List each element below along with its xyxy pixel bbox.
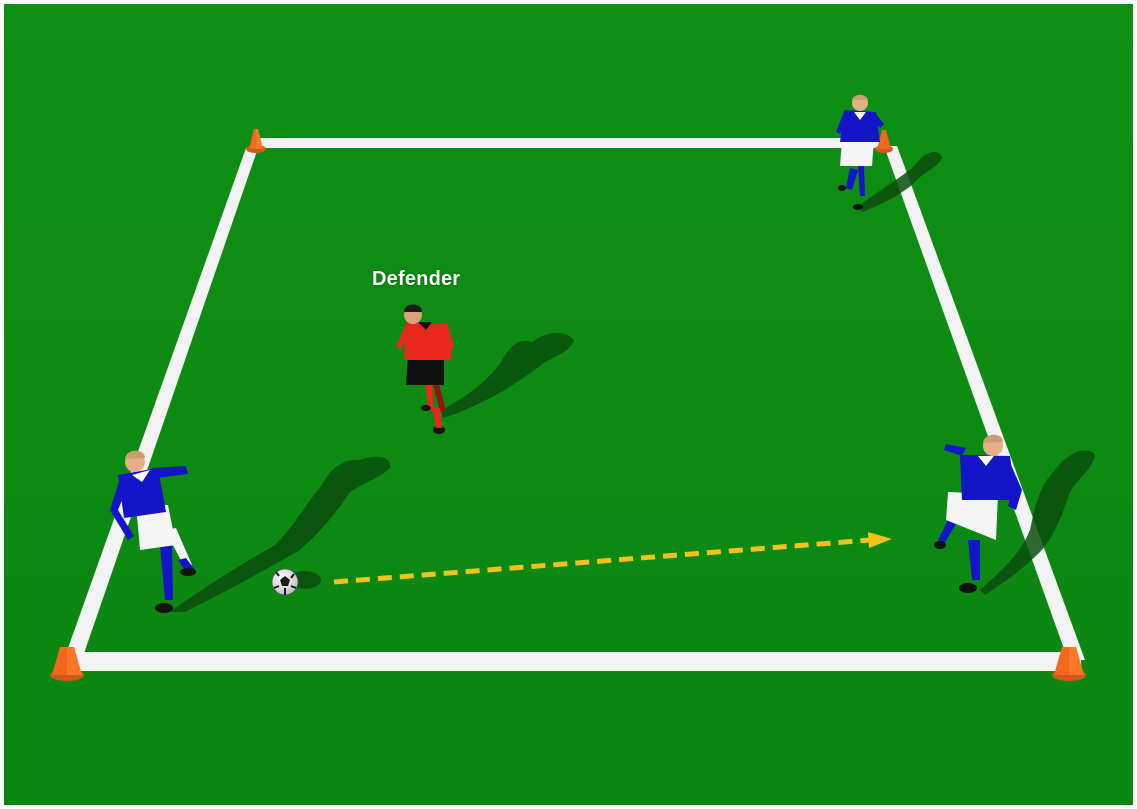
soccer-ball-icon (272, 569, 298, 595)
grass-field (4, 4, 1133, 805)
defender-label: Defender (372, 268, 460, 291)
bottom-line (60, 652, 1082, 671)
top-line (256, 138, 890, 148)
